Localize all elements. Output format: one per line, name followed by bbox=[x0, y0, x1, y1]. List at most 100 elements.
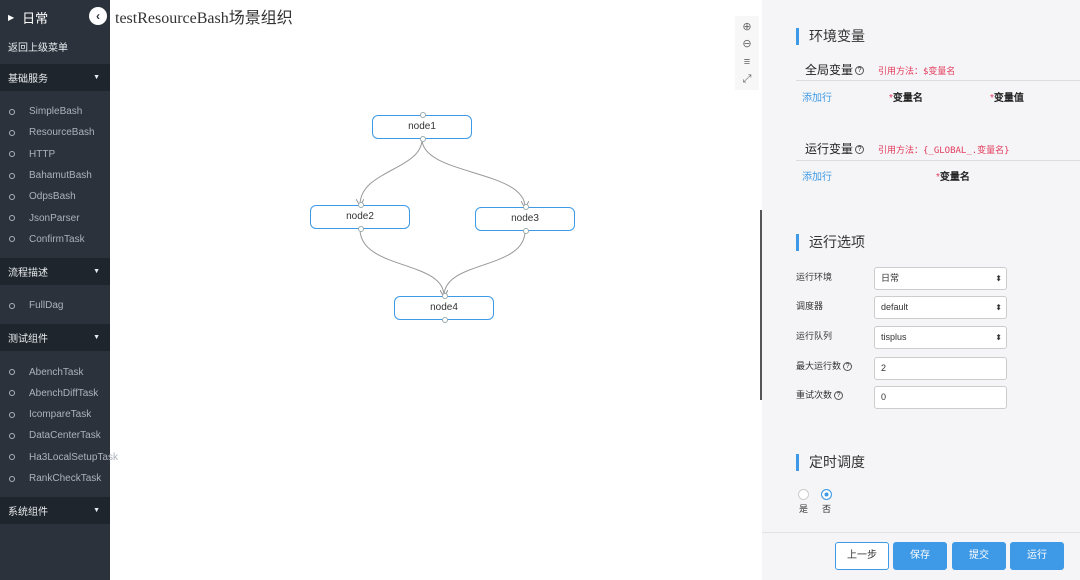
circle-icon bbox=[9, 129, 15, 136]
sidebar-item-bahamutbash[interactable]: BahamutBash bbox=[0, 165, 110, 186]
group-flow-description-list: FullDag bbox=[0, 285, 110, 324]
global-vars-hint: 引用方法：$变量名 bbox=[878, 67, 956, 77]
action-bar: 上一步 保存 提交 运行 bbox=[762, 532, 1080, 580]
port-in[interactable] bbox=[420, 112, 426, 118]
circle-icon bbox=[9, 236, 15, 243]
port-in[interactable] bbox=[523, 204, 529, 210]
radio-no[interactable] bbox=[821, 489, 832, 500]
back-link[interactable]: 返回上级菜单 bbox=[8, 43, 68, 54]
scrollbar[interactable] bbox=[760, 210, 763, 400]
col-run-var-name-label: 变量名 bbox=[939, 172, 970, 183]
zoom-toolbar: ⊕ ⊖ ≡ ⤢ bbox=[735, 16, 759, 90]
port-in[interactable] bbox=[442, 293, 448, 299]
port-out[interactable] bbox=[358, 226, 364, 232]
circle-icon bbox=[9, 411, 15, 418]
help-icon[interactable]: ? bbox=[855, 66, 865, 76]
node-label: node2 bbox=[346, 211, 374, 222]
sidebar-item-label: OdpsBash bbox=[29, 191, 76, 203]
sidebar-item-fulldag[interactable]: FullDag bbox=[0, 295, 110, 316]
help-icon[interactable]: ? bbox=[855, 145, 865, 155]
circle-icon bbox=[9, 475, 15, 482]
help-icon[interactable]: ? bbox=[843, 362, 853, 372]
sidebar-item-icomparetask[interactable]: IcompareTask bbox=[0, 404, 110, 425]
group-flow-description[interactable]: 流程描述 ▼ bbox=[0, 258, 110, 286]
timer-yes-option[interactable]: 是 bbox=[798, 489, 809, 515]
circle-icon bbox=[9, 390, 15, 397]
add-run-row-link[interactable]: 添加行 bbox=[802, 172, 832, 183]
sidebar-item-abenchtask[interactable]: AbenchTask bbox=[0, 361, 110, 382]
sidebar-item-jsonparser[interactable]: JsonParser bbox=[0, 207, 110, 228]
group-basic-services[interactable]: 基础服务 ▼ bbox=[0, 64, 110, 91]
group-system-components[interactable]: 系统组件 ▼ bbox=[0, 497, 110, 525]
align-icon[interactable]: ≡ bbox=[743, 55, 751, 68]
sidebar-header[interactable]: ▶ 日常 ‹ bbox=[0, 0, 110, 34]
max-run-label-text: 最大运行数 bbox=[796, 361, 842, 371]
radio-yes[interactable] bbox=[798, 489, 809, 500]
col-var-value: *变量值 bbox=[990, 89, 1024, 104]
chevron-left-icon[interactable]: ‹ bbox=[89, 7, 107, 25]
sidebar-item-label: AbenchTask bbox=[29, 366, 84, 378]
circle-icon bbox=[9, 215, 15, 222]
help-icon[interactable]: ? bbox=[834, 391, 844, 401]
flow-node[interactable]: node2 bbox=[310, 202, 410, 232]
required-mark: * bbox=[990, 93, 994, 104]
sidebar-item-odpsbash[interactable]: OdpsBash bbox=[0, 186, 110, 207]
sidebar: ▶ 日常 ‹ 返回上级菜单 基础服务 ▼ SimpleBash Resource… bbox=[0, 0, 118, 580]
add-global-row-link[interactable]: 添加行 bbox=[802, 93, 832, 104]
flow-node[interactable]: node1 bbox=[372, 112, 472, 142]
divider bbox=[796, 80, 1080, 81]
sidebar-item-datacentertask[interactable]: DataCenterTask bbox=[0, 425, 110, 446]
sidebar-item-label: Ha3LocalSetupTask bbox=[29, 451, 118, 463]
caret-down-icon: ▼ bbox=[93, 268, 100, 276]
port-out[interactable] bbox=[523, 228, 529, 234]
zoom-out-icon[interactable]: ⊖ bbox=[742, 38, 752, 51]
zoom-in-icon[interactable]: ⊕ bbox=[742, 20, 752, 33]
queue-label: 运行队列 bbox=[796, 331, 833, 341]
sidebar-item-simplebash[interactable]: SimpleBash bbox=[0, 101, 110, 122]
sidebar-item-confirmtask[interactable]: ConfirmTask bbox=[0, 229, 110, 250]
sidebar-item-http[interactable]: HTTP bbox=[0, 144, 110, 165]
group-test-components[interactable]: 测试组件 ▼ bbox=[0, 324, 110, 352]
circle-icon bbox=[9, 172, 15, 179]
port-out[interactable] bbox=[442, 317, 448, 323]
submit-button[interactable]: 提交 bbox=[952, 542, 1006, 570]
edge-node1-node2 bbox=[360, 138, 423, 205]
flow-node[interactable]: node3 bbox=[475, 204, 575, 234]
sidebar-item-resourcebash[interactable]: ResourceBash bbox=[0, 122, 110, 143]
sidebar-title: 日常 bbox=[22, 10, 49, 26]
node-label: node3 bbox=[511, 213, 539, 224]
radio-no-label: 否 bbox=[821, 504, 831, 514]
sidebar-item-rankchecktask[interactable]: RankCheckTask bbox=[0, 468, 110, 489]
run-vars-title: 运行变量? bbox=[805, 140, 865, 157]
caret-right-icon: ▶ bbox=[8, 12, 15, 22]
retry-input[interactable]: 0 bbox=[874, 386, 1007, 409]
divider bbox=[796, 160, 1080, 161]
sidebar-item-label: ResourceBash bbox=[29, 127, 95, 139]
flow-canvas[interactable]: testResourceBash场景组织 ⊕ ⊖ ≡ ⤢ node1 bbox=[110, 0, 763, 580]
prev-step-button[interactable]: 上一步 bbox=[835, 542, 889, 570]
save-button[interactable]: 保存 bbox=[893, 542, 947, 570]
queue-select[interactable]: tisplus bbox=[874, 326, 1007, 349]
circle-icon bbox=[9, 432, 15, 439]
run-button[interactable]: 运行 bbox=[1010, 542, 1064, 570]
port-in[interactable] bbox=[358, 202, 364, 208]
scheduler-select[interactable]: default bbox=[874, 296, 1007, 319]
section-title-env: 环境变量 bbox=[796, 28, 865, 45]
graph-edges bbox=[110, 138, 762, 580]
sidebar-item-label: FullDag bbox=[29, 300, 64, 312]
port-out[interactable] bbox=[420, 136, 426, 142]
timer-no-option[interactable]: 否 bbox=[821, 489, 832, 515]
env-select[interactable]: 日常 bbox=[874, 267, 1007, 290]
flow-node[interactable]: node4 bbox=[394, 293, 494, 323]
sidebar-item-ha3localsetuptask[interactable]: Ha3LocalSetupTask bbox=[0, 447, 118, 468]
edge-node1-node3 bbox=[421, 138, 525, 207]
col-run-var-name: *变量名 bbox=[936, 168, 970, 183]
sidebar-item-label: DataCenterTask bbox=[29, 430, 101, 442]
max-run-label: 最大运行数? bbox=[796, 359, 853, 372]
fullscreen-icon[interactable]: ⤢ bbox=[742, 73, 752, 86]
section-title-options: 运行选项 bbox=[796, 234, 865, 251]
run-vars-hint: 引用方法：{_GLOBAL_.变量名} bbox=[878, 146, 1010, 156]
sidebar-item-abenchdifftask[interactable]: AbenchDiffTask bbox=[0, 383, 110, 404]
max-run-input[interactable]: 2 bbox=[874, 357, 1007, 380]
col-var-name: *变量名 bbox=[889, 89, 923, 104]
